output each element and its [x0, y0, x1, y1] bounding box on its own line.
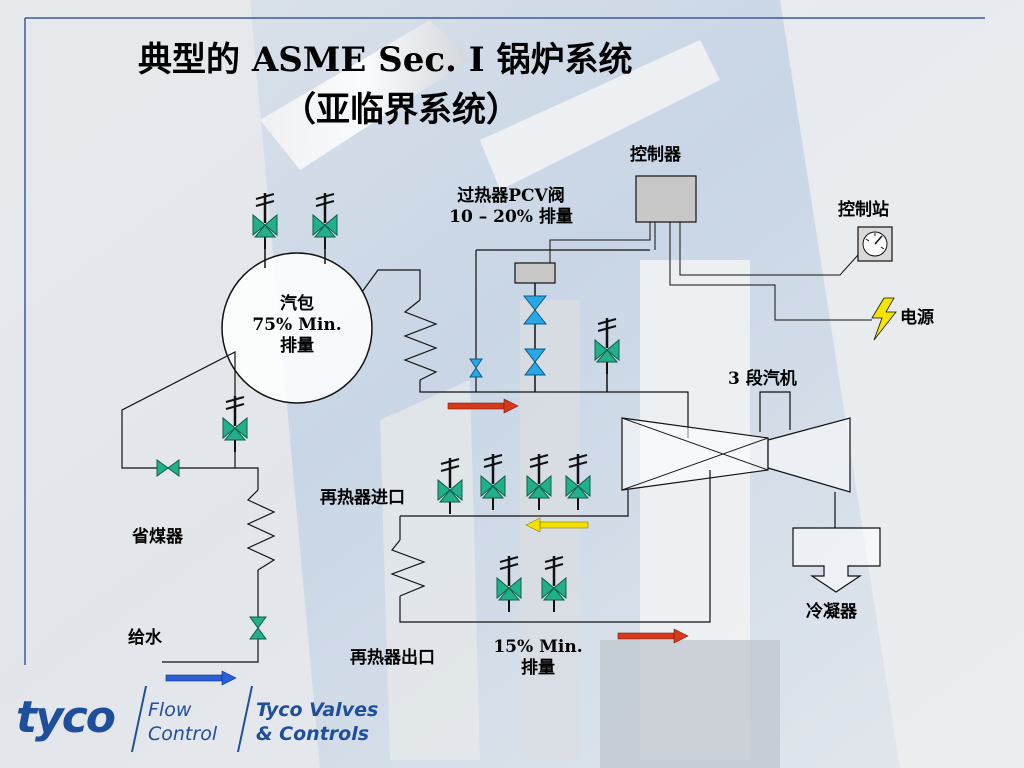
safety-valve-icon — [436, 456, 464, 516]
logo-control-text: Control — [148, 723, 218, 745]
gauge-icon — [857, 226, 893, 262]
condenser — [792, 527, 881, 593]
tyco-logo: tyco Flow Control Tyco Valves & Controls — [16, 684, 436, 756]
page-subtitle: （亚临界系统） — [282, 90, 520, 130]
economizer-label: 省煤器 — [132, 527, 183, 547]
logo-tyco-valves-text: Tyco Valves — [256, 699, 379, 721]
drum-label-line1: 汽包 — [280, 294, 314, 314]
turbine-label: 3 段汽机 — [728, 369, 797, 389]
gate-valve-icon — [469, 358, 483, 378]
reheater-coil — [390, 539, 426, 597]
pcv-actuator — [514, 262, 556, 284]
steam-flow-arrow — [617, 628, 689, 644]
reheat-capacity-label-line2: 排量 — [521, 658, 555, 678]
reheat-capacity-label: 15% Min. 排量 — [478, 637, 598, 679]
gate-valve-icon — [249, 616, 267, 640]
lp-turbine — [767, 417, 851, 493]
steam-flow-arrow — [447, 398, 519, 414]
hp-turbine — [621, 417, 769, 491]
reheat-capacity-label-line1: 15% Min. — [493, 637, 583, 657]
safety-valve-icon — [593, 316, 621, 376]
safety-valve-icon — [311, 191, 339, 251]
economizer-coil — [246, 489, 276, 571]
steam-drum — [221, 252, 373, 404]
safety-valve-icon — [221, 394, 249, 454]
logo-flow-text: Flow — [148, 699, 192, 721]
logo-divider — [130, 686, 148, 752]
reheater-outlet-label: 再热器出口 — [350, 648, 435, 668]
tyco-logo-wordmark: tyco — [16, 692, 116, 743]
feedwater-label: 给水 — [128, 628, 162, 648]
control-valve-icon — [523, 348, 547, 376]
logo-controls-text: & Controls — [256, 723, 370, 745]
safety-valve-icon — [564, 452, 592, 512]
superheater-pcv-label-line2: 10 – 20% 排量 — [449, 207, 573, 227]
superheater-pcv-label: 过热器PCV阀 10 – 20% 排量 — [428, 186, 594, 228]
superheater-coil — [403, 299, 438, 381]
safety-valve-icon — [540, 554, 568, 614]
reheater-inlet-label: 再热器进口 — [320, 488, 405, 508]
logo-divider — [236, 686, 254, 752]
condenser-label: 冷凝器 — [806, 602, 857, 622]
control-valve-icon — [522, 295, 548, 325]
safety-valve-icon — [479, 452, 507, 512]
feedwater-arrow — [165, 670, 237, 686]
drum-label-line3: 排量 — [280, 336, 314, 356]
power-source-label: 电源 — [900, 308, 934, 328]
page-title: 典型的 ASME Sec. I 锅炉系统 — [138, 40, 633, 80]
controller-box — [635, 175, 697, 223]
controller-label: 控制器 — [630, 145, 681, 165]
drum-label-line2: 75% Min. — [252, 315, 342, 335]
safety-valve-icon — [495, 554, 523, 614]
safety-valve-icon — [251, 191, 279, 251]
control-station-label: 控制站 — [838, 200, 889, 220]
reheat-flow-arrow — [525, 517, 589, 533]
safety-valve-icon — [525, 452, 553, 512]
gate-valve-icon — [156, 459, 180, 477]
lightning-bolt-icon — [871, 297, 897, 341]
drum-label: 汽包 75% Min. 排量 — [235, 294, 359, 357]
superheater-pcv-label-line1: 过热器PCV阀 — [457, 186, 565, 206]
